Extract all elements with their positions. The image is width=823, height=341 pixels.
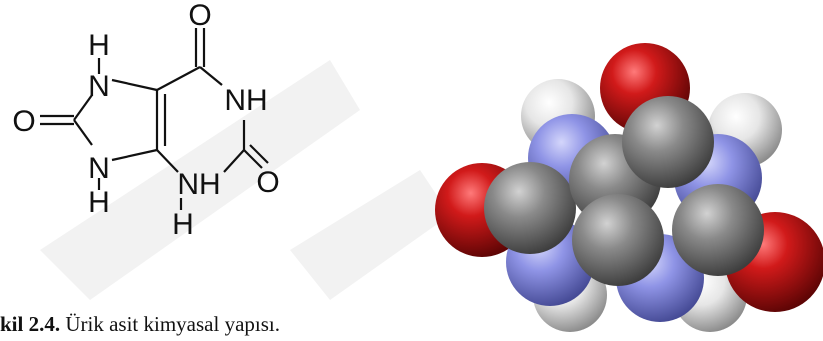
carbon-atom-c2 xyxy=(672,184,764,276)
figure-caption-label: kil 2.4. xyxy=(0,312,61,336)
carbon-atom-c4 xyxy=(572,194,664,286)
figure-caption: kil 2.4. Ürik asit kimyasal yapısı. xyxy=(0,312,280,337)
atom-label-h-bottom: H xyxy=(172,208,194,241)
atom-label-n-n7: N xyxy=(88,70,110,103)
carbon-atom-c8 xyxy=(484,162,576,254)
figure-caption-text: Ürik asit kimyasal yapısı. xyxy=(60,312,280,336)
atom-label-o-right: O xyxy=(256,166,279,199)
atom-label-nh-bottom: NH xyxy=(177,168,220,201)
atom-label-nh-right: NH xyxy=(224,84,267,117)
atom-label-n-n9: N xyxy=(88,152,110,185)
uric-acid-space-filling-model xyxy=(435,43,823,332)
atom-label-h-n9: H xyxy=(88,186,110,219)
carbon-atom-c6 xyxy=(622,96,714,188)
uric-acid-structural-formula: O NH O NH H H N N H O xyxy=(12,0,279,241)
bond-lines xyxy=(40,28,269,210)
atom-label-o-left: O xyxy=(12,105,35,138)
atom-label-o-top: O xyxy=(188,0,211,32)
atom-label-h-n7: H xyxy=(88,29,110,62)
